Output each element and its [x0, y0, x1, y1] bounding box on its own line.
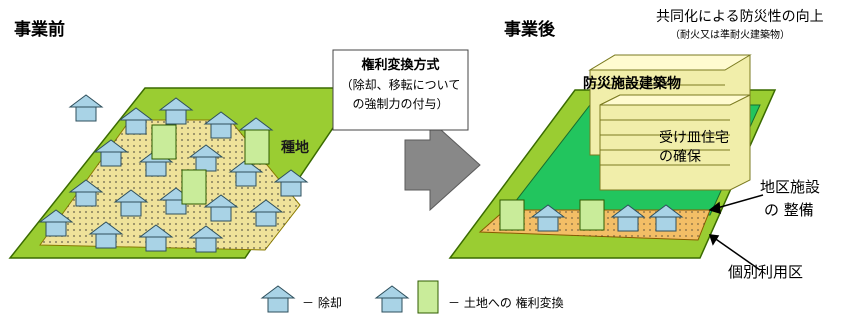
method-desc-line1: （除却、移転について [340, 78, 461, 92]
method-box [332, 49, 469, 131]
facility-label-line1: 地区施設 [760, 178, 821, 196]
legend-conversion-house-icon [374, 285, 410, 313]
facility-label-line2: の 整備 [764, 201, 814, 219]
legend-removal-label: － 除却 [302, 296, 342, 310]
individual-zone-label: 個別利用区 [728, 263, 804, 281]
before-houses [38, 94, 309, 253]
before-green-blocks [151, 124, 270, 205]
seed-land-label: 種地 [281, 140, 309, 156]
legend-removal-house-icon [260, 285, 296, 313]
method-title: 権利変換方式 [361, 58, 440, 73]
housing-label-line2: の確保 [659, 149, 701, 165]
after-pointers [708, 194, 764, 271]
legend-conversion-block-icon [417, 280, 439, 314]
transition-arrow [404, 118, 481, 212]
after-row [499, 199, 684, 232]
legend-graphics [260, 280, 439, 314]
legend-conversion-label: － 土地への 権利変換 [448, 296, 564, 310]
before-title: 事業前 [14, 20, 65, 40]
housing-label-line1: 受け皿住宅 [659, 130, 729, 146]
after-title: 事業後 [504, 20, 555, 40]
after-top-note: 共同化による防災性の向上 [656, 9, 824, 25]
method-desc-line2: の強制力の付与） [352, 97, 449, 111]
building-label: 防災施設建築物 [583, 76, 681, 92]
after-building [588, 54, 752, 191]
after-top-note-sub: （耐火又は準耐火建築物） [670, 30, 790, 41]
